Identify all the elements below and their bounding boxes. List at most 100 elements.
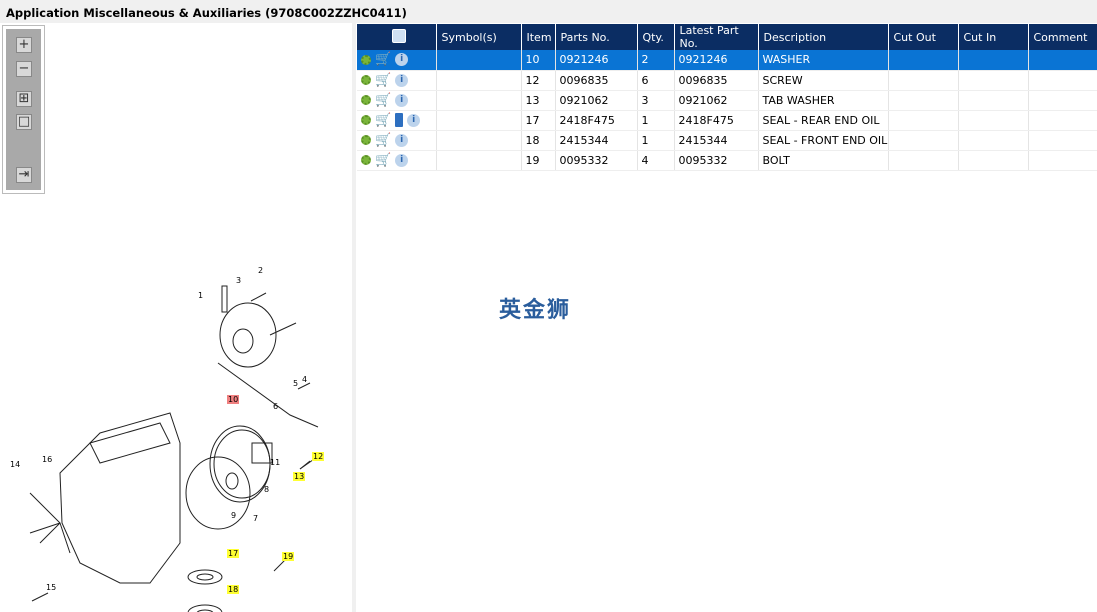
qty-cell: 4 xyxy=(637,150,675,171)
info-icon[interactable]: i xyxy=(407,113,421,127)
symbol-cell xyxy=(436,150,522,171)
column-header[interactable]: Latest Part No. xyxy=(674,24,759,50)
gear-icon[interactable] xyxy=(361,95,371,105)
cut-in-cell xyxy=(958,70,1029,91)
qty-cell: 1 xyxy=(637,130,675,151)
book-icon[interactable] xyxy=(395,113,404,127)
desc-cell: SEAL - REAR END OIL xyxy=(758,110,889,131)
part-cell: 2415344 xyxy=(555,130,638,151)
item-cell: 12 xyxy=(521,70,556,91)
row-actions: 🛒i xyxy=(357,50,437,71)
fit-all-button[interactable]: ⊞ xyxy=(16,91,32,107)
cut-in-cell xyxy=(958,50,1029,71)
callout-15[interactable]: 15 xyxy=(46,583,57,592)
qty-cell: 3 xyxy=(637,90,675,111)
callout-13[interactable]: 13 xyxy=(293,472,306,481)
latest-cell: 0921062 xyxy=(674,90,759,111)
column-header[interactable]: Symbol(s) xyxy=(436,24,522,50)
column-header[interactable]: Cut In xyxy=(958,24,1029,50)
column-header[interactable]: Qty. xyxy=(637,24,675,50)
zoom-out-button[interactable]: − xyxy=(16,61,32,77)
gear-icon[interactable] xyxy=(361,135,371,145)
callout-12[interactable]: 12 xyxy=(312,452,325,461)
info-icon[interactable]: i xyxy=(395,93,409,107)
part-cell: 2418F475 xyxy=(555,110,638,131)
part-cell: 0921246 xyxy=(555,50,638,71)
latest-cell: 0095332 xyxy=(674,150,759,171)
column-header[interactable]: Comment xyxy=(1028,24,1097,50)
column-header[interactable]: Parts No. xyxy=(555,24,638,50)
info-icon[interactable]: i xyxy=(395,73,409,87)
callout-9[interactable]: 9 xyxy=(231,511,237,520)
item-cell: 19 xyxy=(521,150,556,171)
comment-cell xyxy=(1028,70,1097,91)
symbol-cell xyxy=(436,110,522,131)
desc-cell: TAB WASHER xyxy=(758,90,889,111)
cut-out-cell xyxy=(888,70,959,91)
callout-14[interactable]: 14 xyxy=(10,460,21,469)
info-icon[interactable]: i xyxy=(395,53,409,67)
callout-6[interactable]: 6 xyxy=(273,402,279,411)
item-cell: 18 xyxy=(521,130,556,151)
item-cell: 17 xyxy=(521,110,556,131)
latest-cell: 2415344 xyxy=(674,130,759,151)
cut-out-cell xyxy=(888,50,959,71)
cut-out-cell xyxy=(888,130,959,151)
callout-18[interactable]: 18 xyxy=(227,585,240,594)
latest-cell: 0921246 xyxy=(674,50,759,71)
export-button[interactable]: ⇥ xyxy=(16,167,32,183)
callout-11[interactable]: 11 xyxy=(270,458,281,467)
gear-icon[interactable] xyxy=(361,155,371,165)
cart-icon[interactable]: 🛒 xyxy=(375,52,392,68)
callout-3[interactable]: 3 xyxy=(236,276,242,285)
callout-4[interactable]: 4 xyxy=(302,375,308,384)
cart-icon[interactable]: 🛒 xyxy=(375,152,392,168)
callout-1[interactable]: 1 xyxy=(198,291,204,300)
gear-icon[interactable] xyxy=(361,54,371,65)
cart-icon[interactable]: 🛒 xyxy=(375,72,392,88)
gear-icon[interactable] xyxy=(361,115,371,125)
column-header[interactable]: Description xyxy=(758,24,889,50)
callout-5[interactable]: 5 xyxy=(293,379,299,388)
column-header[interactable]: Cut Out xyxy=(888,24,959,50)
callout-16[interactable]: 16 xyxy=(42,455,53,464)
window-title: Application Miscellaneous & Auxiliaries … xyxy=(0,0,1097,23)
cart-icon[interactable]: 🛒 xyxy=(375,132,392,148)
callout-8[interactable]: 8 xyxy=(264,485,270,494)
zoom-in-button[interactable]: + xyxy=(16,37,32,53)
search-icon[interactable] xyxy=(391,28,406,43)
item-cell: 10 xyxy=(521,50,556,71)
fit-page-button[interactable]: □ xyxy=(16,114,32,130)
parts-diagram[interactable] xyxy=(0,23,352,612)
symbol-cell xyxy=(436,70,522,91)
callout-10[interactable]: 10 xyxy=(227,395,240,404)
cart-icon[interactable]: 🛒 xyxy=(375,92,392,108)
comment-cell xyxy=(1028,150,1097,171)
callout-17[interactable]: 17 xyxy=(227,549,240,558)
column-header-search[interactable] xyxy=(357,24,437,50)
desc-cell: SEAL - FRONT END OIL xyxy=(758,130,889,151)
cut-in-cell xyxy=(958,150,1029,171)
gear-icon[interactable] xyxy=(361,75,371,85)
qty-cell: 6 xyxy=(637,70,675,91)
column-header[interactable]: Item xyxy=(521,24,556,50)
latest-cell: 2418F475 xyxy=(674,110,759,131)
info-icon[interactable]: i xyxy=(395,153,409,167)
panel-splitter[interactable] xyxy=(352,23,356,612)
row-actions: 🛒i xyxy=(357,90,437,111)
symbol-cell xyxy=(436,90,522,111)
callout-7[interactable]: 7 xyxy=(253,514,259,523)
part-cell: 0096835 xyxy=(555,70,638,91)
callout-19[interactable]: 19 xyxy=(282,552,295,561)
row-actions: 🛒i xyxy=(357,70,437,91)
info-icon[interactable]: i xyxy=(395,133,409,147)
callout-2[interactable]: 2 xyxy=(258,266,264,275)
cart-icon[interactable]: 🛒 xyxy=(375,112,392,128)
